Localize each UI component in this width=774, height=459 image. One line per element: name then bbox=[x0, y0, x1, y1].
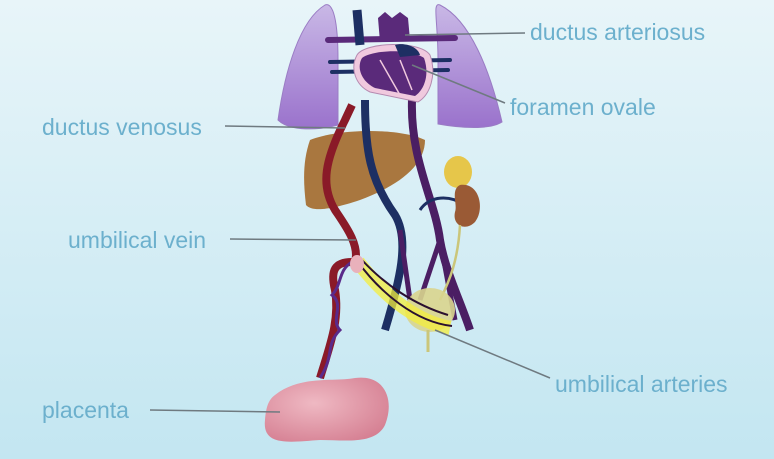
leader-placenta bbox=[149, 409, 281, 413]
kidney bbox=[454, 184, 480, 227]
aorta-descending bbox=[407, 99, 474, 332]
placenta bbox=[264, 377, 389, 442]
leader-ductus-venosus bbox=[224, 125, 346, 129]
right-lung bbox=[435, 4, 503, 128]
leader-ductus-arteriosus bbox=[404, 32, 526, 36]
label-ductus-venosus: ductus venosus bbox=[42, 114, 202, 140]
superior-vena-cava bbox=[352, 9, 365, 46]
leader-umbilical-vein bbox=[229, 238, 357, 241]
label-umbilical-vein: umbilical vein bbox=[68, 227, 206, 253]
label-ductus-arteriosus: ductus arteriosus bbox=[530, 19, 705, 45]
heart bbox=[353, 12, 434, 103]
umbilicus-ring bbox=[350, 255, 364, 273]
label-foramen-ovale: foramen ovale bbox=[510, 94, 656, 120]
umbilical-vein bbox=[322, 103, 360, 264]
leader-foramen-ovale bbox=[411, 64, 506, 104]
leader-umbilical-arteries bbox=[434, 329, 551, 379]
label-placenta: placenta bbox=[42, 397, 129, 423]
adrenal-gland bbox=[444, 156, 472, 188]
left-lung bbox=[277, 4, 339, 130]
label-umbilical-arteries: umbilical arteries bbox=[555, 371, 728, 397]
inferior-vena-cava bbox=[361, 99, 407, 332]
